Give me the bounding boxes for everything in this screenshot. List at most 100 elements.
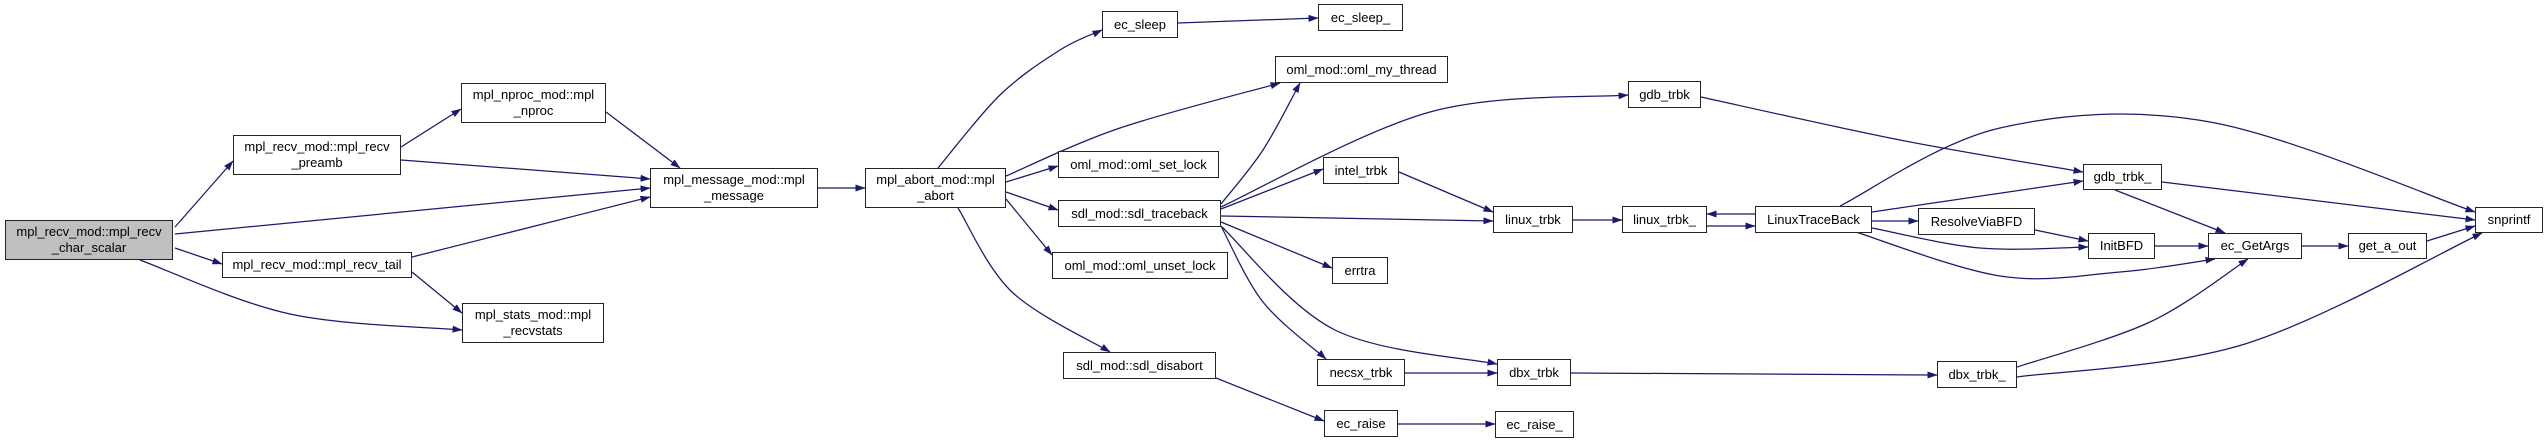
node-gdb_trbk[interactable]: gdb_trbk xyxy=(1628,81,1701,108)
node-label: ec_raise_ xyxy=(1506,416,1563,432)
node-label: _recvstats xyxy=(503,323,563,338)
edge-dbx_trbk_-ec_GetArgs xyxy=(2016,258,2249,368)
node-necsx_trbk[interactable]: necsx_trbk xyxy=(1317,359,1405,386)
edge-mpl_abort-oml_set_lock xyxy=(1005,165,1059,183)
edge-LinuxTraceBack-ec_GetArgs xyxy=(1849,229,2216,280)
edge-gdb_trbk_-snprintf xyxy=(2161,181,2476,223)
node-oml_set_lock[interactable]: oml_mod::oml_set_lock xyxy=(1058,151,1219,178)
node-linux_trbk[interactable]: linux_trbk xyxy=(1493,206,1573,233)
node-label: mpl_message_mod::mpl xyxy=(663,172,805,187)
node-label: sdl_mod::sdl_traceback xyxy=(1071,205,1208,221)
node-linux_trbk_[interactable]: linux_trbk_ xyxy=(1622,206,1707,233)
edge-mpl_recv_preamb-mpl_nproc xyxy=(400,108,462,148)
edge-dbx_trbk_-snprintf xyxy=(2016,232,2483,378)
node-LinuxTraceBack[interactable]: LinuxTraceBack xyxy=(1755,206,1872,233)
edge-mpl_recv_char_scalar-mpl_recv_tail xyxy=(174,247,223,265)
node-label: linux_trbk xyxy=(1505,211,1561,227)
edge-mpl_recv_tail-mpl_message xyxy=(411,195,651,258)
edge-dbx_trbk-dbx_trbk_ xyxy=(1570,371,1938,379)
edge-intel_trbk-linux_trbk xyxy=(1398,171,1494,213)
edge-mpl_abort-oml_my_thread xyxy=(1005,82,1281,177)
edge-sdl_traceback-linux_trbk xyxy=(1220,215,1494,225)
node-label: _char_scalar xyxy=(51,240,127,255)
edge-mpl_abort-sdl_traceback xyxy=(1005,191,1059,211)
node-label: mpl_recv_mod::mpl_recv_tail xyxy=(232,257,402,272)
node-dbx_trbk_[interactable]: dbx_trbk_ xyxy=(1937,361,2017,388)
node-mpl_recv_tail[interactable]: mpl_recv_mod::mpl_recv_tail xyxy=(222,252,412,278)
node-sdl_traceback[interactable]: sdl_mod::sdl_traceback xyxy=(1058,200,1221,227)
node-label: get_a_out xyxy=(2358,238,2417,253)
edge-sdl_traceback-oml_my_thread xyxy=(1220,82,1301,205)
node-label: _abort xyxy=(917,188,954,203)
node-label: oml_mod::oml_my_thread xyxy=(1286,61,1437,77)
node-label: _nproc xyxy=(513,103,554,118)
node-ResolveViaBFD[interactable]: ResolveViaBFD xyxy=(1918,208,2035,235)
edge-gdb_trbk-gdb_trbk_ xyxy=(1700,96,2084,174)
node-label: InitBFD xyxy=(2099,238,2144,253)
node-label: mpl_recv_mod::mpl_recv xyxy=(16,224,162,239)
node-label: ec_sleep xyxy=(1113,16,1167,32)
node-label: mpl_nproc_mod::mpl xyxy=(472,87,595,102)
node-ec_GetArgs[interactable]: ec_GetArgs xyxy=(2208,233,2302,259)
node-mpl_nproc[interactable]: mpl_nproc_mod::mpl_nproc xyxy=(461,83,606,123)
node-label: _preamb xyxy=(291,155,343,170)
edge-sdl_traceback-intel_trbk xyxy=(1220,168,1324,210)
edge-mpl_recv_char_scalar-mpl_recvstats xyxy=(139,259,463,333)
node-get_a_out[interactable]: get_a_out xyxy=(2348,233,2427,259)
node-ec_raise[interactable]: ec_raise xyxy=(1324,410,1398,437)
node-label: snprintf xyxy=(2487,212,2531,227)
node-label: oml_mod::oml_unset_lock xyxy=(1064,257,1216,273)
edge-get_a_out-snprintf xyxy=(2426,225,2476,242)
node-intel_trbk[interactable]: intel_trbk xyxy=(1323,157,1399,184)
edge-sdl_traceback-gdb_trbk xyxy=(1220,92,1629,208)
node-label: intel_trbk xyxy=(1334,162,1388,178)
edge-sdl_traceback-necsx_trbk xyxy=(1220,225,1327,360)
edge-ResolveViaBFD-InitBFD xyxy=(2034,229,2089,243)
node-label: mpl_stats_mod::mpl xyxy=(474,307,592,322)
node-dbx_trbk[interactable]: dbx_trbk xyxy=(1497,359,1571,386)
node-label: necsx_trbk xyxy=(1329,364,1393,380)
node-ec_sleep_[interactable]: ec_sleep_ xyxy=(1318,4,1403,31)
node-mpl_message[interactable]: mpl_message_mod::mpl_message xyxy=(650,168,818,208)
node-snprintf[interactable]: snprintf xyxy=(2475,207,2543,233)
edge-sdl_disabort-ec_raise xyxy=(1215,377,1325,422)
edge-mpl_abort-oml_unset_lock xyxy=(1005,198,1053,256)
node-mpl_recv_char_scalar: mpl_recv_mod::mpl_recv_char_scalar xyxy=(5,220,173,260)
node-label: ResolveViaBFD xyxy=(1930,213,2023,229)
node-ec_sleep[interactable]: ec_sleep xyxy=(1102,11,1178,38)
edge-mpl_recv_tail-mpl_recvstats xyxy=(411,271,463,314)
edge-LinuxTraceBack-InitBFD xyxy=(1871,227,2089,251)
node-label: sdl_mod::sdl_disabort xyxy=(1076,357,1203,373)
edge-LinuxTraceBack-gdb_trbk_ xyxy=(1871,178,2084,213)
node-label: mpl_abort_mod::mpl xyxy=(876,172,995,187)
node-label: _message xyxy=(704,188,764,203)
node-label: dbx_trbk xyxy=(1509,364,1559,380)
edges-group xyxy=(139,14,2483,428)
node-oml_my_thread[interactable]: oml_mod::oml_my_thread xyxy=(1275,56,1448,83)
edge-mpl_nproc-mpl_message xyxy=(605,111,681,169)
node-label: LinuxTraceBack xyxy=(1767,211,1860,227)
node-label: dbx_trbk_ xyxy=(1948,366,2006,382)
node-mpl_abort[interactable]: mpl_abort_mod::mpl_abort xyxy=(865,168,1006,208)
node-errtra[interactable]: errtra xyxy=(1332,257,1388,284)
edge-mpl_recv_char_scalar-mpl_recv_preamb xyxy=(174,160,234,228)
node-label: ec_raise xyxy=(1336,415,1386,431)
node-label: ec_sleep_ xyxy=(1330,9,1391,25)
node-gdb_trbk_[interactable]: gdb_trbk_ xyxy=(2083,164,2162,190)
node-label: gdb_trbk xyxy=(1639,86,1690,102)
edge-mpl_abort-sdl_disabort xyxy=(957,207,1111,353)
edge-gdb_trbk_-ec_GetArgs xyxy=(2114,189,2226,234)
node-mpl_recvstats[interactable]: mpl_stats_mod::mpl_recvstats xyxy=(462,303,604,343)
node-label: linux_trbk_ xyxy=(1633,211,1696,227)
node-ec_raise_[interactable]: ec_raise_ xyxy=(1495,411,1574,438)
node-InitBFD[interactable]: InitBFD xyxy=(2088,233,2155,259)
node-sdl_disabort[interactable]: sdl_mod::sdl_disabort xyxy=(1063,352,1216,379)
edge-LinuxTraceBack-snprintf xyxy=(1839,113,2476,213)
node-label: ec_GetArgs xyxy=(2220,238,2290,253)
edge-mpl_recv_preamb-mpl_message xyxy=(400,159,651,182)
node-oml_unset_lock[interactable]: oml_mod::oml_unset_lock xyxy=(1052,252,1228,279)
node-label: gdb_trbk_ xyxy=(2093,169,2152,184)
node-mpl_recv_preamb[interactable]: mpl_recv_mod::mpl_recv_preamb xyxy=(233,135,401,175)
edge-mpl_abort-ec_sleep xyxy=(937,29,1103,169)
